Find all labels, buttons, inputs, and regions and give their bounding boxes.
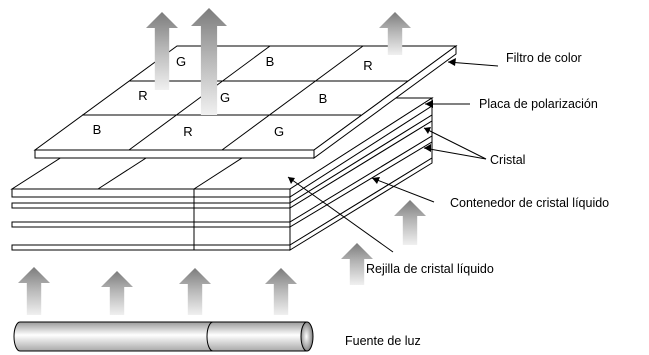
light-arrow [341, 243, 373, 285]
pointer-glass-2 [423, 147, 487, 160]
color-filter-side-face [313, 45, 457, 159]
lower-stack [10, 97, 434, 251]
label-pointers [287, 61, 499, 253]
pointer-lc-container [371, 177, 435, 203]
polarizer-slab [11, 188, 291, 198]
light-arrow [101, 271, 133, 315]
light-arrow [379, 12, 411, 55]
filter-cell-b: B [266, 54, 275, 69]
light-arrow [265, 268, 297, 315]
filter-cell-b: B [319, 91, 328, 106]
light-arrow [18, 267, 50, 315]
filter-cell-g: G [176, 54, 186, 69]
filter-cell-g: G [220, 90, 230, 105]
pointer-glass-1 [423, 127, 487, 160]
pointer-heads [288, 58, 456, 184]
tube-end-cap [300, 321, 314, 352]
label-color-filter: Filtro de color [506, 51, 582, 65]
label-light-source: Fuente de luz [345, 334, 421, 348]
filter-grid-line [128, 45, 271, 151]
glass-slab-upper [11, 202, 291, 209]
color-filter-front-face [34, 149, 315, 159]
filter-cell-b: B [93, 122, 102, 137]
light-arrow [146, 12, 178, 90]
label-glass: Cristal [490, 153, 525, 167]
label-lc-container: Contenedor de cristal líquido [450, 196, 609, 210]
filter-cell-r: R [138, 88, 147, 103]
lc-container-slab [11, 221, 291, 228]
light-arrow [394, 200, 426, 245]
filter-grid-line [221, 45, 364, 151]
label-lc-grid: Rejilla de cristal líquido [366, 262, 494, 276]
light-arrow [191, 8, 227, 115]
light-arrows [18, 8, 426, 315]
filter-cell-g: G [274, 124, 284, 139]
glass-slab-lower [11, 244, 291, 251]
filter-cell-r: R [363, 58, 372, 73]
label-polarizer: Placa de polarización [479, 97, 598, 111]
color-filter-plate [33, 45, 458, 159]
light-arrow [179, 268, 211, 315]
pointer-color-filter [447, 61, 499, 67]
filter-cells: G B R R G B B R G [93, 54, 373, 139]
filter-cell-r: R [183, 124, 192, 139]
pointer-lc-grid [287, 176, 394, 253]
light-source-tube [13, 321, 314, 352]
